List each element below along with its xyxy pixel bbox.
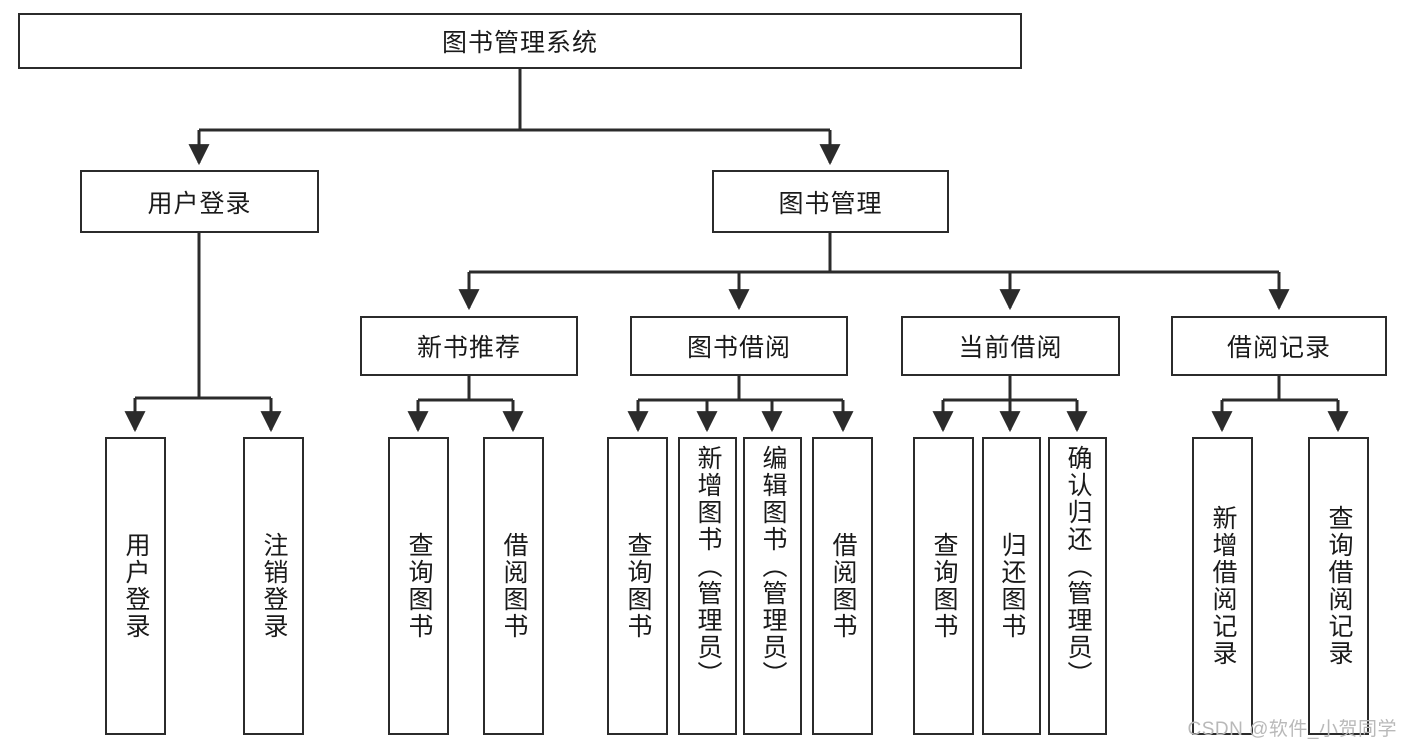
node-leaf-add-book[interactable]: 新增图书（管理员） <box>678 437 737 735</box>
node-leaf-borrow-book-2-label: 借阅图书 <box>829 532 857 640</box>
watermark-text: CSDN @软件_小贺同学 <box>1187 719 1397 740</box>
node-root-label: 图书管理系统 <box>441 29 598 57</box>
node-leaf-user-login-label: 用户登录 <box>122 532 150 640</box>
node-leaf-add-book-label: 新增图书（管理员） <box>694 445 722 688</box>
node-book-manage[interactable]: 图书管理 <box>712 170 949 233</box>
node-leaf-query-book-3[interactable]: 查询图书 <box>913 437 974 735</box>
node-leaf-query-book-1[interactable]: 查询图书 <box>388 437 449 735</box>
node-leaf-return-book-label: 归还图书 <box>998 532 1026 640</box>
node-borrow-record-label: 借阅记录 <box>1226 334 1331 362</box>
node-borrow-record[interactable]: 借阅记录 <box>1171 316 1387 376</box>
node-new-book-rec[interactable]: 新书推荐 <box>360 316 578 376</box>
node-leaf-query-record-label: 查询借阅记录 <box>1325 505 1353 667</box>
node-leaf-edit-book-label: 编辑图书（管理员） <box>759 445 787 688</box>
node-leaf-user-logout-label: 注销登录 <box>260 532 288 640</box>
node-leaf-user-login[interactable]: 用户登录 <box>105 437 166 735</box>
node-leaf-return-book[interactable]: 归还图书 <box>982 437 1041 735</box>
node-leaf-edit-book[interactable]: 编辑图书（管理员） <box>743 437 802 735</box>
node-user-login-label: 用户登录 <box>147 189 252 218</box>
node-leaf-user-logout[interactable]: 注销登录 <box>243 437 304 735</box>
node-leaf-borrow-book-1[interactable]: 借阅图书 <box>483 437 544 735</box>
node-leaf-borrow-book-1-label: 借阅图书 <box>500 532 528 640</box>
node-leaf-add-record-label: 新增借阅记录 <box>1209 505 1237 667</box>
node-user-login[interactable]: 用户登录 <box>80 170 319 233</box>
node-leaf-query-record[interactable]: 查询借阅记录 <box>1308 437 1369 735</box>
node-leaf-query-book-2[interactable]: 查询图书 <box>607 437 668 735</box>
node-leaf-query-book-3-label: 查询图书 <box>930 532 958 640</box>
node-current-borrow[interactable]: 当前借阅 <box>901 316 1120 376</box>
node-leaf-borrow-book-2[interactable]: 借阅图书 <box>812 437 873 735</box>
node-root[interactable]: 图书管理系统 <box>18 13 1022 69</box>
node-leaf-add-record[interactable]: 新增借阅记录 <box>1192 437 1253 735</box>
node-leaf-confirm-return[interactable]: 确认归还（管理员） <box>1048 437 1107 735</box>
node-new-book-rec-label: 新书推荐 <box>416 334 521 362</box>
node-book-manage-label: 图书管理 <box>778 189 883 218</box>
node-leaf-query-book-2-label: 查询图书 <box>624 532 652 640</box>
node-book-borrow-label: 图书借阅 <box>686 334 791 362</box>
node-leaf-query-book-1-label: 查询图书 <box>405 532 433 640</box>
node-leaf-confirm-return-label: 确认归还（管理员） <box>1064 445 1092 688</box>
node-current-borrow-label: 当前借阅 <box>958 334 1063 362</box>
node-book-borrow[interactable]: 图书借阅 <box>630 316 848 376</box>
